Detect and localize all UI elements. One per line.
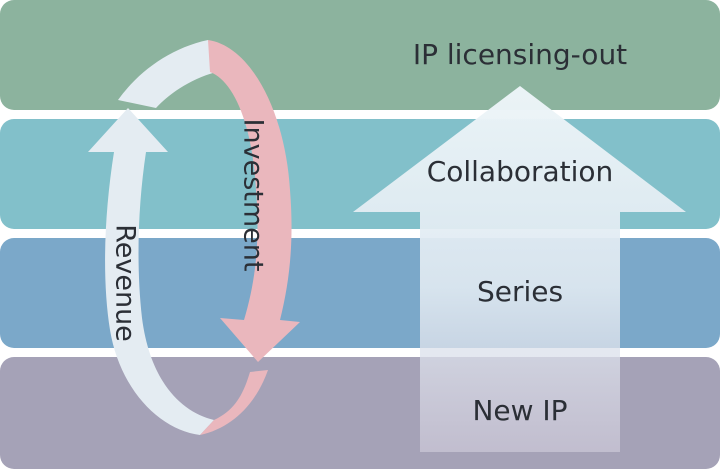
layer-label-licensing: IP licensing-out [413, 38, 627, 71]
layer-label-series: Series [477, 275, 563, 308]
investment-label: Investment [238, 119, 269, 272]
investment-arrow [208, 40, 300, 362]
revenue-label: Revenue [110, 224, 141, 342]
revenue-top-ribbon [118, 40, 216, 108]
growth-arrow [353, 86, 686, 452]
layer-label-collaboration: Collaboration [427, 155, 614, 188]
revenue-arrow [88, 108, 214, 435]
investment-bottom-ribbon [200, 370, 268, 435]
revenue-investment-cycle: Investment Revenue [88, 40, 300, 435]
layer-label-newip: New IP [472, 394, 567, 427]
